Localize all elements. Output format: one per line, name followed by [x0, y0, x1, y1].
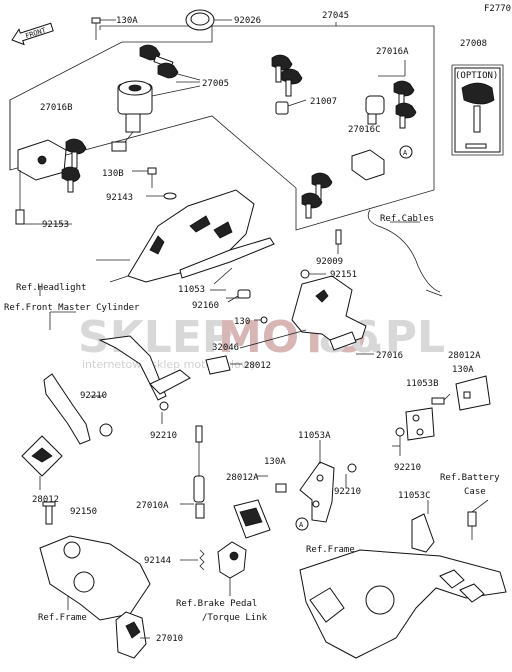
label-92210-left: 92210 [80, 391, 107, 401]
label-92210-right: 92210 [394, 463, 421, 473]
bolt-92150 [42, 501, 56, 525]
label-11053: 11053 [178, 285, 205, 295]
label-ref-cables: Ref.Cables [380, 214, 434, 224]
label-92009: 92009 [316, 257, 343, 267]
label-ref-brake: Ref.Brake Pedal [176, 599, 257, 609]
label-11053b: 11053B [406, 379, 439, 389]
label-92160: 92160 [192, 301, 219, 311]
label-130b: 130B [102, 169, 124, 179]
front-label: FRONT [24, 26, 47, 40]
cable [367, 209, 443, 297]
keyset-27016c: A [301, 145, 413, 219]
left-bracket [43, 311, 242, 445]
brake-pedal-part [217, 541, 247, 596]
label-27016a: 27016A [376, 47, 409, 57]
keyset-27045 [271, 54, 307, 115]
label-92150: 92150 [70, 507, 97, 517]
label-92210-lower: 92210 [334, 487, 361, 497]
watermark-brand-right: .PL [368, 312, 445, 363]
bracket-11053c [411, 499, 489, 553]
cap-92026 [185, 9, 232, 31]
key-27005 [139, 44, 201, 81]
label-92144: 92144 [144, 556, 171, 566]
label-ref-front-master: Ref.Front Master Cylinder [4, 303, 140, 313]
label-27016: 27016 [376, 351, 403, 361]
label-130a-right: 130A [452, 365, 474, 375]
label-27010: 27010 [156, 634, 183, 644]
label-11053c: 11053C [398, 491, 431, 501]
label-ref-frame-left: Ref.Frame [38, 613, 87, 623]
option-label: (OPTION) [455, 71, 498, 81]
lock-assembly-27016 [239, 269, 374, 355]
main-bracket [109, 189, 275, 303]
ignition-switch [111, 80, 201, 152]
label-case: Case [464, 487, 486, 497]
label-28012-mid: 28012 [244, 361, 271, 371]
label-92153: 92153 [42, 220, 69, 230]
leader-lines [39, 81, 400, 639]
front-arrow-icon: FRONT [11, 22, 54, 46]
label-27010a: 27010A [136, 501, 169, 511]
label-28012-left: 28012 [32, 495, 59, 505]
key-27008-option: (OPTION) [454, 67, 501, 153]
label-130a-lower: 130A [264, 457, 286, 467]
label-92026: 92026 [234, 16, 261, 26]
keyset-27016a [365, 60, 417, 129]
keyset-27016b [15, 138, 87, 225]
label-plate-28012 [21, 435, 63, 490]
label-27045: 27045 [322, 11, 349, 21]
label-32046: 32046 [212, 343, 239, 353]
label-27005: 27005 [202, 79, 229, 89]
bolt-92009 [335, 229, 342, 254]
label-ref-battery: Ref.Battery [440, 473, 500, 483]
part-labels: 130A 92026 27045 27008 27016A 27005 2100… [4, 11, 500, 644]
label-11053a: 11053A [298, 431, 331, 441]
label-28012a-right: 28012A [448, 351, 481, 361]
bolt-130b [132, 167, 177, 200]
label-ref-headlight: Ref.Headlight [16, 283, 86, 293]
label-92210-mid: 92210 [150, 431, 177, 441]
frame-left [39, 535, 151, 659]
label-27016b: 27016B [40, 103, 73, 113]
bolt-130a-top [91, 17, 116, 40]
label-92143: 92143 [106, 193, 133, 203]
frame-right [299, 549, 507, 659]
right-bracket-11053b [395, 375, 491, 456]
label-27016c: 27016C [348, 125, 381, 135]
label-130-mid: 130 [234, 317, 250, 327]
watermark-brand-left: SKLEP [78, 312, 234, 363]
label-27008: 27008 [460, 39, 487, 49]
label-130a-top: 130A [116, 16, 138, 26]
callout-a: A [403, 149, 408, 157]
label-ref-frame-right: Ref.Frame [306, 545, 355, 555]
label-21007: 21007 [310, 97, 337, 107]
label-92151: 92151 [330, 270, 357, 280]
watermark-tagline: internetowy sklep motocyklowy [82, 358, 257, 371]
label-torque-link: /Torque Link [202, 613, 268, 623]
label-28012a-lower: 28012A [226, 473, 259, 483]
mid-bracket-11053a: A [233, 461, 357, 539]
assembly-lines [9, 22, 504, 231]
spring-92144 [180, 549, 205, 571]
diagram-code: F2770 [484, 4, 511, 14]
callout-a2: A [299, 521, 304, 529]
sensor-27010a [180, 425, 205, 519]
